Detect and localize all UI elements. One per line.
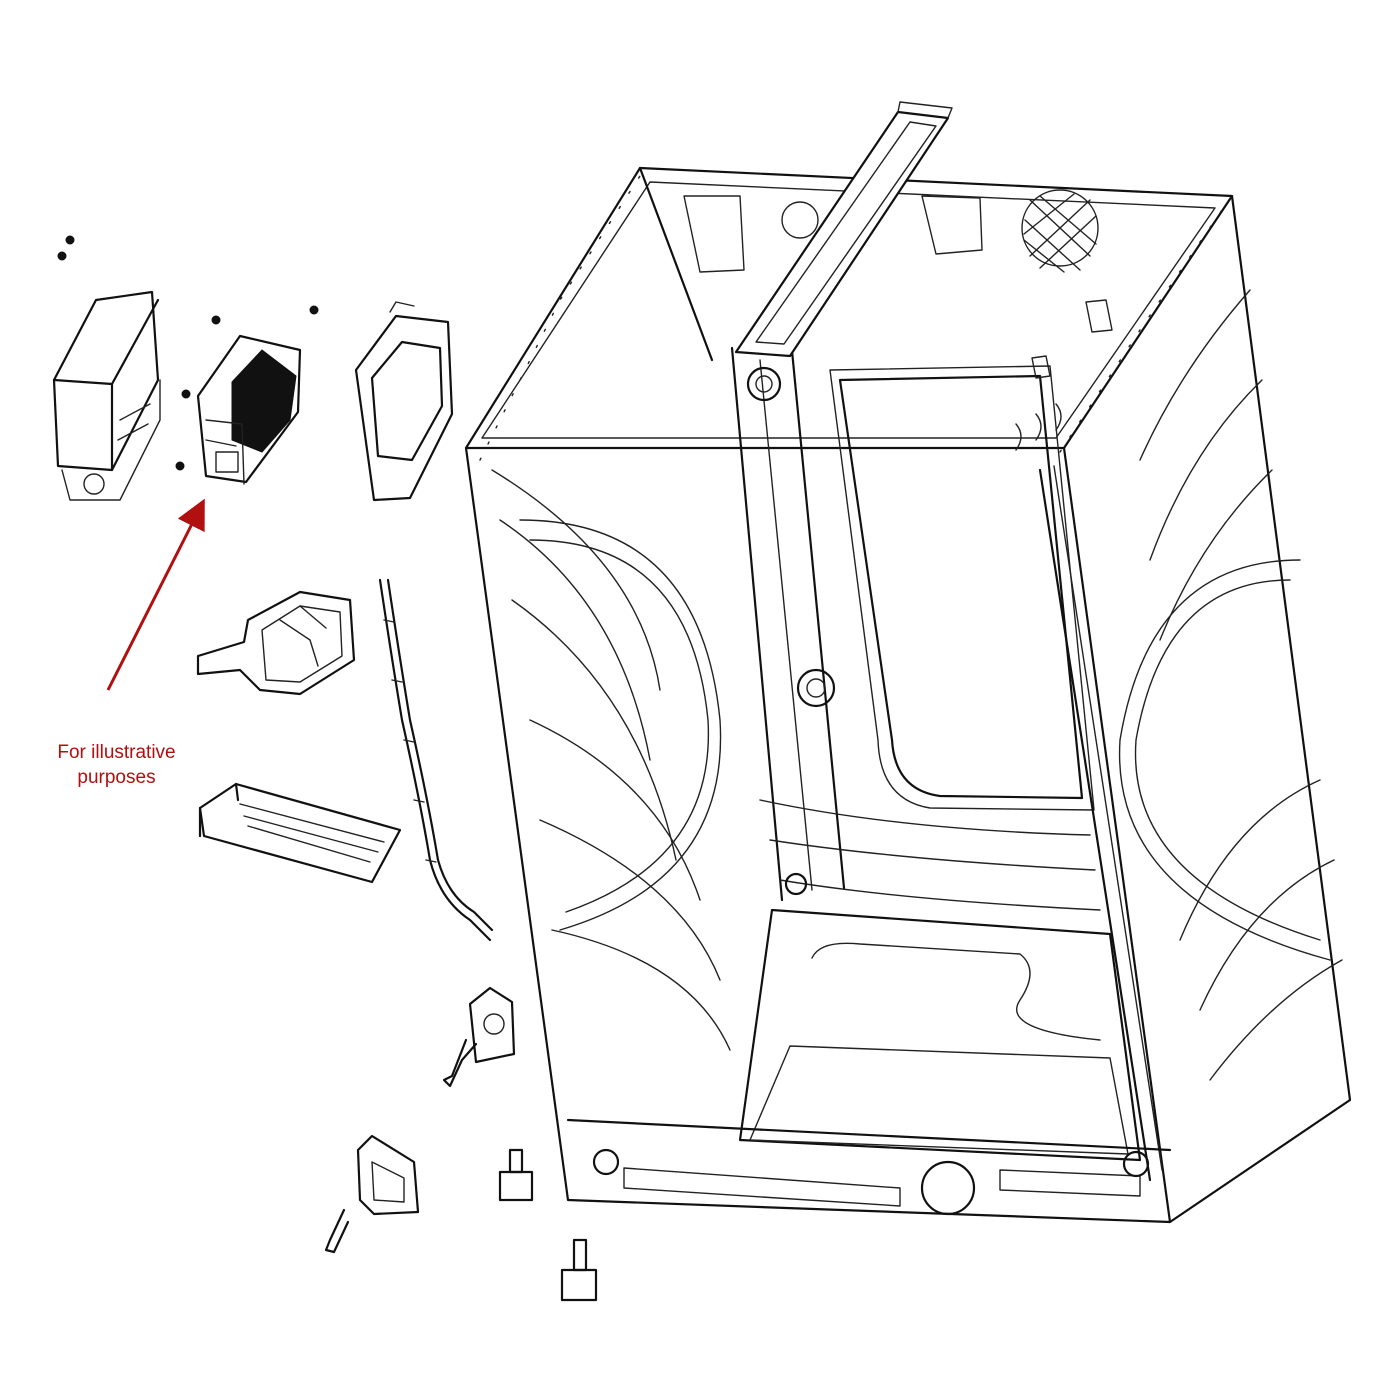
callout-line-2: purposes (77, 767, 156, 788)
damper-mount-lower (324, 1134, 420, 1254)
control-board-heatsink (196, 334, 302, 485)
top-brace-bar (734, 101, 953, 358)
base-plate (198, 782, 402, 884)
bracket-assembly (196, 590, 356, 696)
callout-text: For illustrative purposes (14, 740, 219, 790)
control-box-bracket (354, 301, 454, 502)
control-box-cover (52, 290, 161, 501)
damper-mount-upper (442, 986, 516, 1088)
cabinet-frame (464, 166, 1352, 1224)
screws (57, 235, 319, 471)
callout-line-1: For illustrative (57, 742, 176, 763)
leveling-foot (498, 1148, 598, 1302)
callout-arrow (106, 498, 205, 691)
wire-harness (378, 578, 494, 942)
